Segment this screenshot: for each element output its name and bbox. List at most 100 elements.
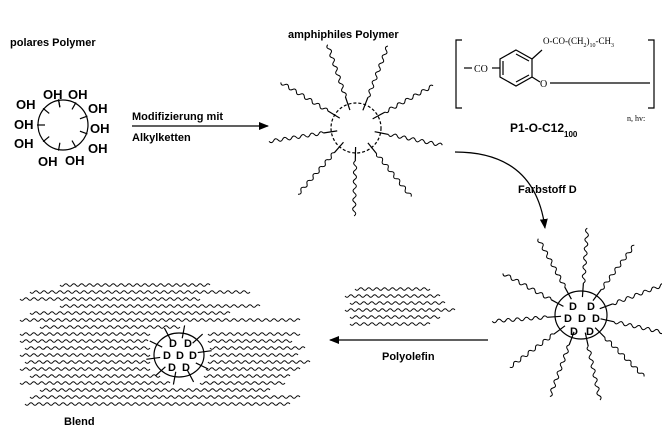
- modification-arrow-group: Modifizierung mit Alkylketten: [132, 111, 269, 144]
- dye-molecule: D: [163, 350, 171, 362]
- blend-chain: [24, 346, 151, 350]
- left-bracket: [455, 39, 462, 109]
- blend-chain: [19, 353, 151, 357]
- chain-anchor: [181, 325, 186, 339]
- polyolefin-chain: [344, 308, 456, 312]
- polyolefin-chain: [354, 287, 431, 291]
- oh-bond: [57, 142, 61, 151]
- oh-group-label: OH: [14, 136, 34, 151]
- polyolefin-chains: [344, 287, 456, 326]
- blend-chain: [19, 339, 149, 343]
- chain-anchor: [333, 141, 344, 154]
- oh-group-label: OH: [16, 97, 36, 112]
- dye-molecule: D: [570, 326, 578, 338]
- alkyl-chain: [352, 160, 358, 217]
- dye-molecule: D: [169, 338, 177, 350]
- blend-chain: [19, 332, 151, 336]
- blend-chain: [59, 304, 261, 308]
- alkyl-chain: [384, 84, 434, 114]
- polymer-name: P1-O-C12100: [510, 121, 578, 139]
- chain-anchor: [149, 340, 163, 348]
- oh-bond: [57, 99, 61, 108]
- alkyl-chain: [581, 227, 589, 284]
- label-polyolefin: Polyolefin: [382, 351, 435, 363]
- oh-group-label: OH: [88, 141, 108, 156]
- dye-molecule: D: [184, 338, 192, 350]
- alkyl-chain: [612, 283, 662, 306]
- blend-chain: [19, 297, 201, 301]
- oh-bond: [42, 136, 50, 143]
- alkyl-chain: [268, 131, 324, 144]
- chain-anchor: [197, 350, 212, 354]
- alkyl-chain: [367, 45, 389, 98]
- chemical-structure: O-CO-(CH2)10-CH3 CO O P1-O-C12100 n, hv:: [455, 36, 655, 139]
- alkyl-chain: [586, 345, 602, 401]
- dye-molecule: D: [182, 362, 190, 374]
- chain-anchor: [581, 283, 585, 298]
- ether-oxygen-label: O: [540, 79, 547, 90]
- alkyl-chain: [375, 153, 412, 197]
- label-modification-line1: Modifizierung mit: [132, 111, 223, 123]
- alkyl-chain: [280, 82, 329, 111]
- loaded-star-core: [554, 290, 608, 340]
- chain-anchor: [192, 333, 204, 344]
- chain-anchor: [172, 371, 177, 385]
- blend-chain: [207, 360, 311, 364]
- chain-anchor: [163, 327, 172, 341]
- blend-chain: [24, 360, 151, 364]
- bond-ether: [531, 76, 541, 83]
- blend-chain: [203, 374, 291, 378]
- oh-bonds: [37, 99, 88, 151]
- alkyl-chain: [297, 152, 335, 195]
- chain-anchor: [372, 111, 386, 120]
- chain-anchor: [592, 289, 602, 301]
- chain-anchor: [154, 366, 166, 377]
- label-modification-line2: Alkylketten: [132, 132, 191, 144]
- blend-chain: [59, 283, 211, 287]
- dye-molecule: D: [578, 313, 586, 325]
- polyolefin-chain: [349, 301, 446, 305]
- oh-group-label: OH: [65, 153, 85, 168]
- chain-anchor: [568, 331, 575, 346]
- bond-side-chain: [531, 49, 543, 60]
- chain-anchor: [367, 142, 378, 155]
- benzene-double-bond: [515, 53, 530, 62]
- alkyl-chain: [502, 273, 552, 300]
- blend-chain: [199, 381, 286, 385]
- amphiphilic-star-polymer: [268, 44, 443, 217]
- oh-group-label: OH: [38, 154, 58, 169]
- dye-molecule: D: [564, 313, 572, 325]
- blend-chain: [209, 346, 306, 350]
- chain-anchor: [195, 362, 209, 370]
- dye-molecule: D: [586, 326, 594, 338]
- oh-group-label: OH: [14, 117, 34, 132]
- chain-anchor: [584, 332, 589, 347]
- bracket-suffix: n, hv:: [627, 114, 645, 123]
- right-bracket: [648, 39, 655, 109]
- oh-bond: [79, 115, 88, 120]
- label-amphiphilic-polymer: amphiphiles Polymer: [288, 29, 399, 41]
- label-polar-polymer: polares Polymer: [10, 37, 96, 49]
- alkyl-chain: [509, 333, 554, 368]
- alkyl-chain: [387, 133, 443, 146]
- blend-chain: [29, 290, 251, 294]
- oh-group-label: OH: [43, 87, 63, 102]
- alkyl-chain: [537, 238, 566, 288]
- dye-molecule: D: [587, 301, 595, 313]
- chain-anchor: [553, 325, 566, 335]
- chain-anchor: [547, 315, 562, 318]
- polyolefin-chain: [349, 322, 431, 326]
- carbonyl-label: CO: [474, 64, 488, 75]
- blend-chain: [19, 318, 301, 322]
- oh-bond: [71, 140, 77, 148]
- blend-chain: [207, 339, 293, 343]
- oh-bond: [42, 107, 50, 114]
- benzene-double-bond: [515, 74, 530, 83]
- alkyl-chain: [326, 44, 347, 98]
- dye-molecule: D: [189, 350, 197, 362]
- dye-molecule: D: [168, 362, 176, 374]
